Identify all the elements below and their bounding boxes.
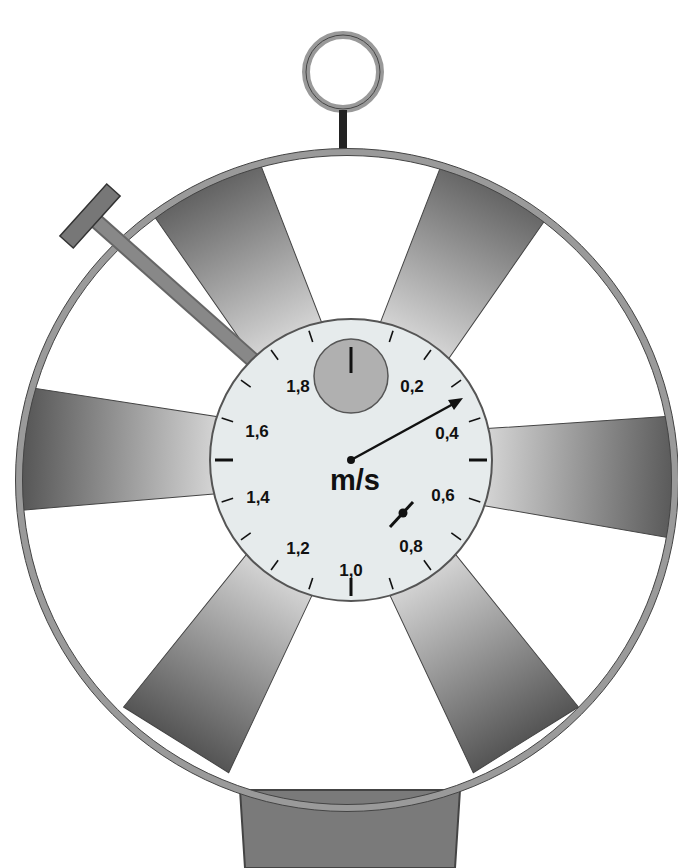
tick <box>271 350 278 360</box>
tick <box>469 459 487 462</box>
tick <box>222 498 233 502</box>
scale-number: 1,0 <box>339 562 363 579</box>
release-pin <box>95 220 255 362</box>
tick <box>309 578 313 589</box>
blade <box>478 405 678 539</box>
scale-number: 0,8 <box>399 538 423 555</box>
ring-stub <box>339 110 347 154</box>
unit-label: m/s <box>330 466 380 495</box>
tick <box>215 459 233 462</box>
tick <box>424 350 431 360</box>
scale-number: 1,6 <box>245 423 269 440</box>
tick <box>451 533 461 540</box>
scale-number: 1,2 <box>286 540 310 557</box>
dial-ticks <box>215 331 487 596</box>
small-needle <box>390 502 413 527</box>
tick <box>271 560 278 570</box>
tick <box>241 380 251 387</box>
blade <box>19 387 223 518</box>
tick <box>241 533 251 540</box>
tick <box>350 578 353 596</box>
tick <box>309 331 313 342</box>
scale-number: 0,4 <box>435 425 459 442</box>
tick <box>451 380 461 387</box>
tick <box>222 418 233 422</box>
tick <box>389 331 393 342</box>
scale-number: 0,2 <box>400 378 424 395</box>
scale-number: 0,6 <box>431 487 455 504</box>
scale-number: 1,4 <box>246 489 270 506</box>
hanging-ring <box>306 35 380 109</box>
tick <box>424 560 431 570</box>
scale-number: 1,8 <box>286 378 310 395</box>
tick <box>469 418 480 422</box>
outer-ring <box>19 152 675 808</box>
sub-dial <box>314 339 388 413</box>
dial-face <box>210 319 492 601</box>
tick <box>469 498 480 502</box>
pin-cap <box>60 184 120 248</box>
fan-blades <box>19 140 678 773</box>
tick <box>389 578 393 589</box>
